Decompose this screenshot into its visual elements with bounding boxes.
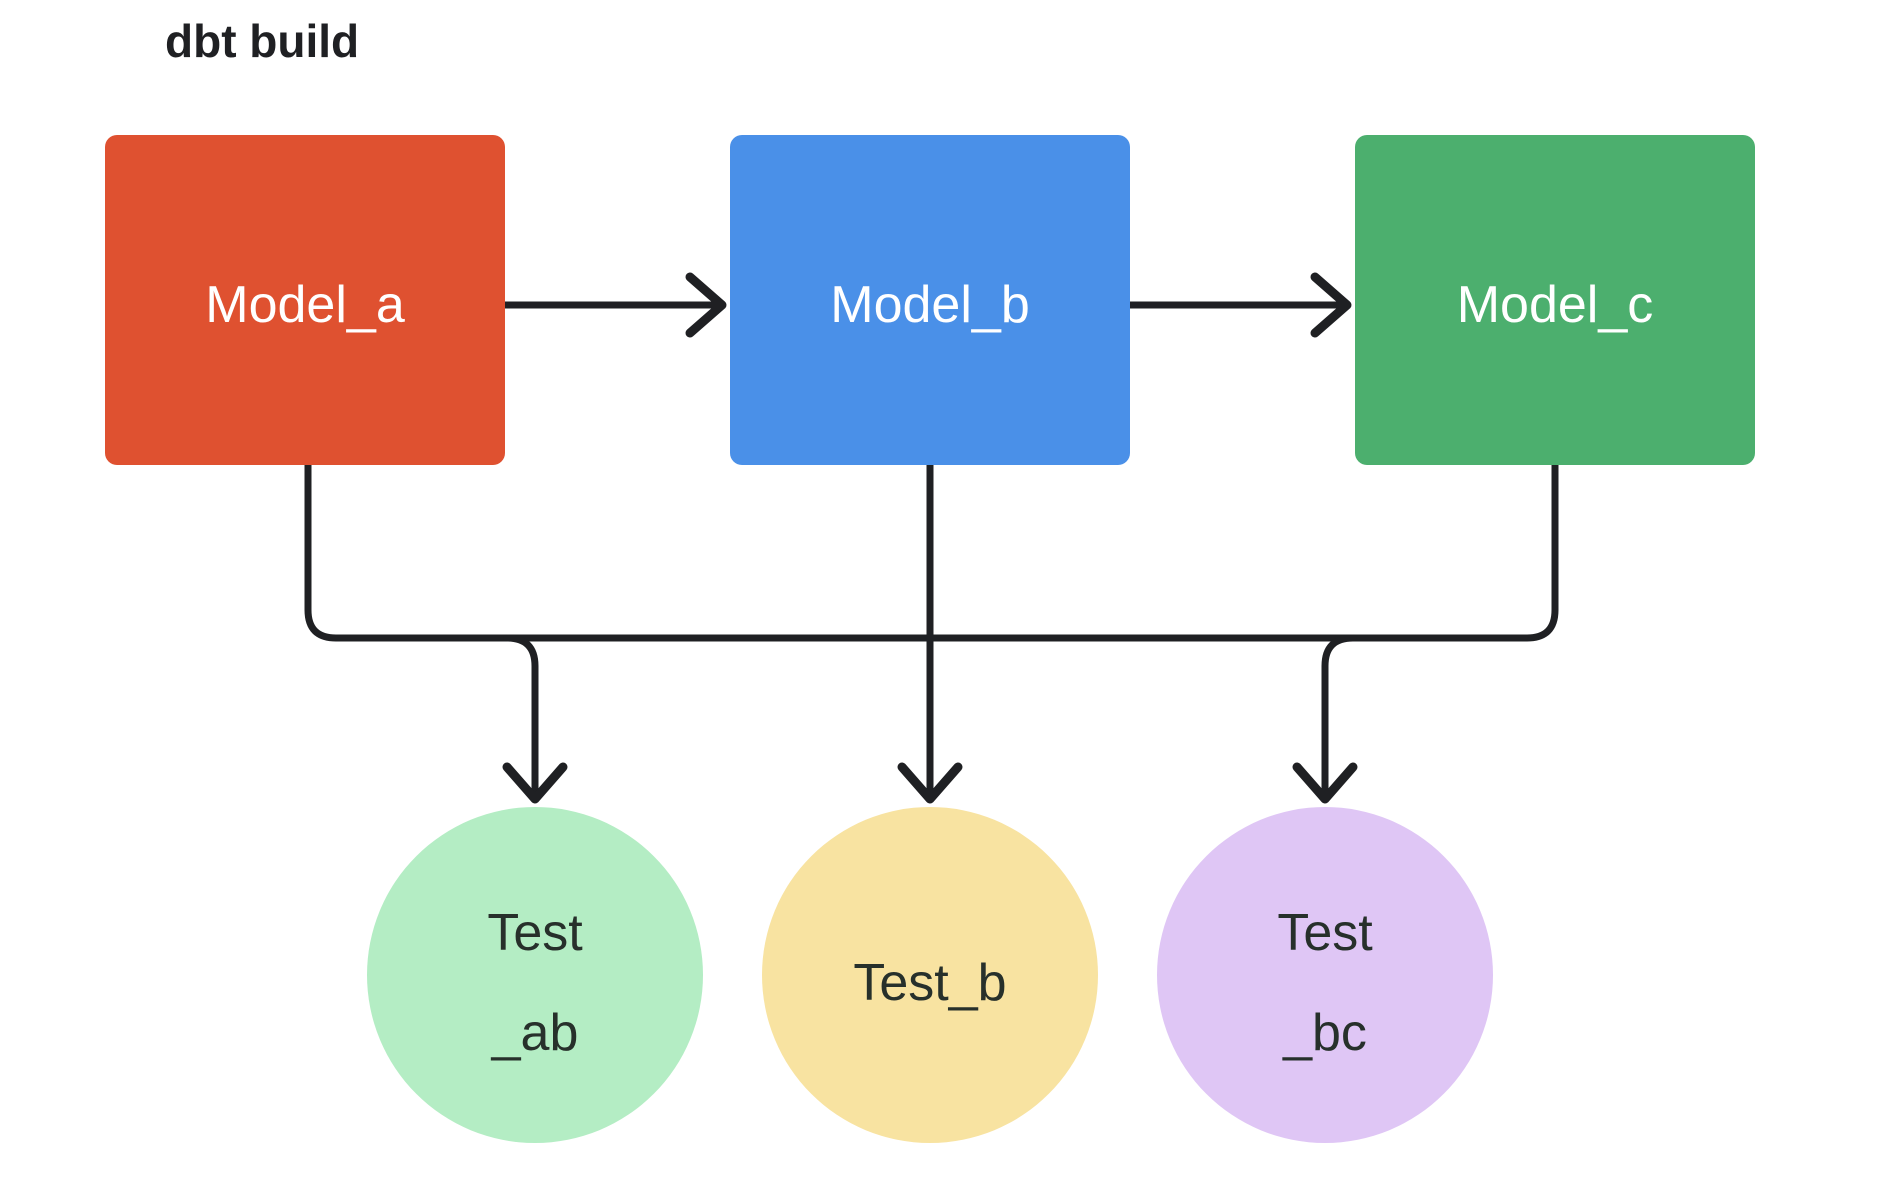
node-model-a-label: Model_a <box>205 276 405 334</box>
node-test-b-label-line1: Test_b <box>853 954 1006 1012</box>
node-test-bc[interactable]: Test _bc <box>1157 807 1493 1143</box>
edge-model-c-test-bc <box>926 461 1559 642</box>
node-test-ab[interactable]: Test _ab <box>367 807 703 1143</box>
node-model-b-shape[interactable] <box>730 135 1130 465</box>
edge-model-a-model-b <box>501 272 727 338</box>
edge-model-b-test-b <box>897 461 963 804</box>
node-model-a-shape[interactable] <box>105 135 505 465</box>
node-model-c[interactable]: Model_c <box>1355 135 1755 465</box>
node-test-bc-label-line2: _bc <box>1282 1004 1367 1062</box>
node-test-ab-label-line2: _ab <box>491 1004 579 1062</box>
edge-model-a-test-ab <box>304 461 934 642</box>
node-model-c-label: Model_c <box>1457 276 1654 334</box>
node-test-bc-label-line1: Test <box>1277 904 1373 962</box>
node-test-b-shape[interactable] <box>762 807 1098 1143</box>
node-model-a[interactable]: Model_a <box>105 135 505 465</box>
test-nodes-layer: Test _ab Test_b Test _bc <box>367 807 1493 1143</box>
node-model-b[interactable]: Model_b <box>730 135 1130 465</box>
node-test-ab-label-line1: Test <box>487 904 583 962</box>
edge-model-b-model-c <box>1126 272 1352 338</box>
node-test-bc-shape[interactable] <box>1157 807 1493 1143</box>
node-test-ab-shape[interactable] <box>367 807 703 1143</box>
page-title: dbt build <box>165 15 359 67</box>
node-model-c-shape[interactable] <box>1355 135 1755 465</box>
edge-layer <box>304 272 1559 804</box>
model-nodes-layer: Model_a Model_b Model_c <box>105 135 1755 465</box>
edge-bus-test-bc <box>1292 634 1358 804</box>
node-test-b[interactable]: Test_b <box>762 807 1098 1143</box>
edge-bus-test-ab <box>502 634 568 804</box>
node-model-b-label: Model_b <box>830 276 1029 334</box>
